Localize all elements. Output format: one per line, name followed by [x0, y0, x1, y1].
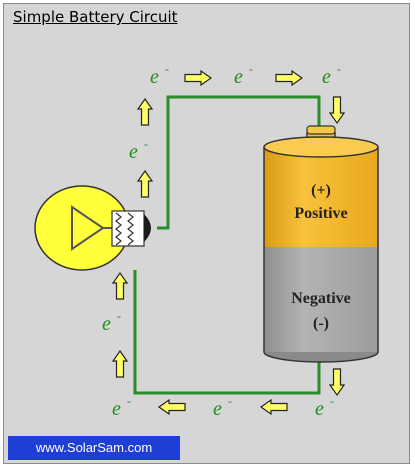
- svg-text:e: e: [150, 66, 159, 88]
- electron-labels: e- e- e- e- e- e- e- e-: [102, 62, 341, 420]
- bottom-wire: [133, 270, 321, 395]
- svg-text:-: -: [127, 394, 131, 408]
- arrow-down-icon: [328, 368, 346, 397]
- arrow-left-icon: [157, 398, 186, 416]
- arrow-up-icon: [136, 97, 154, 126]
- arrow-left-icon: [259, 398, 288, 416]
- svg-text:-: -: [117, 309, 121, 323]
- svg-text:-: -: [144, 137, 148, 151]
- svg-text:-: -: [249, 62, 253, 76]
- battery-positive-half: [264, 147, 378, 247]
- arrow-right-icon: [184, 69, 213, 87]
- electron-flow-arrows: [111, 69, 346, 416]
- electron-label: e-: [322, 62, 341, 88]
- svg-text:-: -: [165, 62, 169, 76]
- website-link[interactable]: www.SolarSam.com: [8, 436, 180, 460]
- svg-text:-: -: [337, 62, 341, 76]
- svg-text:e: e: [213, 398, 222, 420]
- arrow-down-icon: [328, 96, 346, 125]
- svg-text:e: e: [129, 141, 138, 163]
- arrow-right-icon: [275, 69, 304, 87]
- electron-label: e-: [150, 62, 169, 88]
- electron-label: e-: [315, 394, 334, 420]
- svg-text:e: e: [102, 313, 111, 335]
- positive-label: Positive: [294, 205, 347, 222]
- arrow-up-icon: [111, 349, 129, 378]
- negative-symbol: (-): [313, 315, 329, 332]
- electron-label: e-: [213, 394, 232, 420]
- electron-label: e-: [234, 62, 253, 88]
- svg-text:-: -: [330, 394, 334, 408]
- svg-text:e: e: [112, 398, 121, 420]
- bulb-filament: [71, 205, 105, 251]
- page-title: Simple Battery Circuit: [13, 8, 178, 26]
- battery-top-cap: [263, 136, 379, 158]
- electron-label: e-: [129, 137, 148, 163]
- arrow-up-icon: [111, 271, 129, 300]
- positive-symbol: (+): [311, 182, 331, 199]
- svg-text:e: e: [315, 398, 324, 420]
- arrow-up-icon: [136, 169, 154, 198]
- top-wire: [157, 95, 321, 230]
- negative-label: Negative: [291, 290, 351, 307]
- battery-negative-half: [264, 247, 378, 352]
- wires: [133, 95, 321, 395]
- battery: [263, 125, 379, 363]
- electron-label: e-: [102, 309, 121, 335]
- bulb-contact: [144, 214, 151, 242]
- electron-label: e-: [112, 394, 131, 420]
- svg-text:e: e: [322, 66, 331, 88]
- svg-text:e: e: [234, 66, 243, 88]
- svg-text:-: -: [228, 394, 232, 408]
- light-bulb: [34, 185, 151, 271]
